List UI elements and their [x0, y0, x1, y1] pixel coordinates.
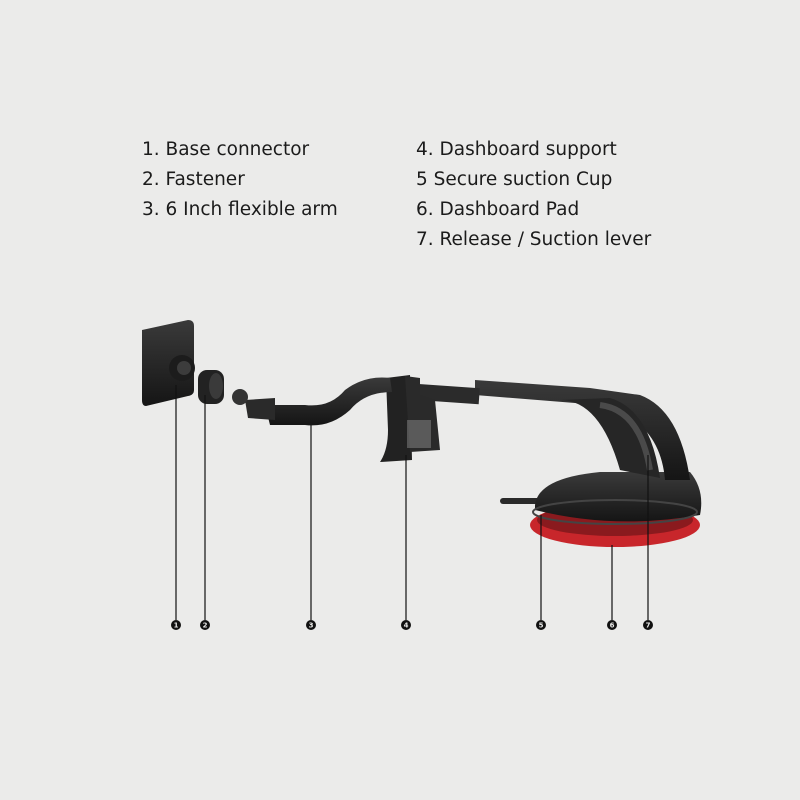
svg-text:6: 6	[610, 622, 615, 630]
callout-3: 3	[306, 620, 316, 630]
dashboard-support	[380, 375, 440, 462]
svg-text:7: 7	[646, 622, 651, 630]
callout-6: 6	[607, 620, 617, 630]
fastener	[198, 370, 224, 404]
callout-markers: 1 2 3 4 5 6 7	[171, 620, 653, 630]
callout-lines	[175, 385, 649, 620]
legend-item: 3. 6 Inch flexible arm	[142, 199, 338, 220]
legend-item: 6. Dashboard Pad	[416, 199, 580, 220]
svg-text:5: 5	[539, 622, 544, 630]
arm-connector	[245, 398, 275, 420]
callout-7: 7	[643, 620, 653, 630]
legend-item: 7. Release / Suction lever	[416, 229, 652, 250]
legend-item: 5 Secure suction Cup	[416, 169, 613, 190]
callout-1: 1	[171, 620, 181, 630]
base-connector	[142, 320, 195, 406]
svg-text:2: 2	[203, 622, 208, 630]
legend-item: 1. Base connector	[142, 139, 310, 160]
callout-5: 5	[536, 620, 546, 630]
callout-4: 4	[401, 620, 411, 630]
legend-right: 4. Dashboard support 5 Secure suction Cu…	[416, 135, 651, 255]
svg-text:1: 1	[174, 622, 179, 630]
svg-text:4: 4	[404, 622, 409, 630]
suction-cup	[500, 472, 702, 525]
ball-joint	[232, 389, 248, 405]
legend-left: 1. Base connector 2. Fastener 3. 6 Inch …	[142, 135, 338, 225]
suction-base-arm	[475, 380, 690, 480]
flexible-arm	[265, 377, 392, 426]
legend-item: 4. Dashboard support	[416, 139, 617, 160]
legend-item: 2. Fastener	[142, 169, 245, 190]
svg-text:3: 3	[309, 622, 314, 630]
callout-2: 2	[200, 620, 210, 630]
